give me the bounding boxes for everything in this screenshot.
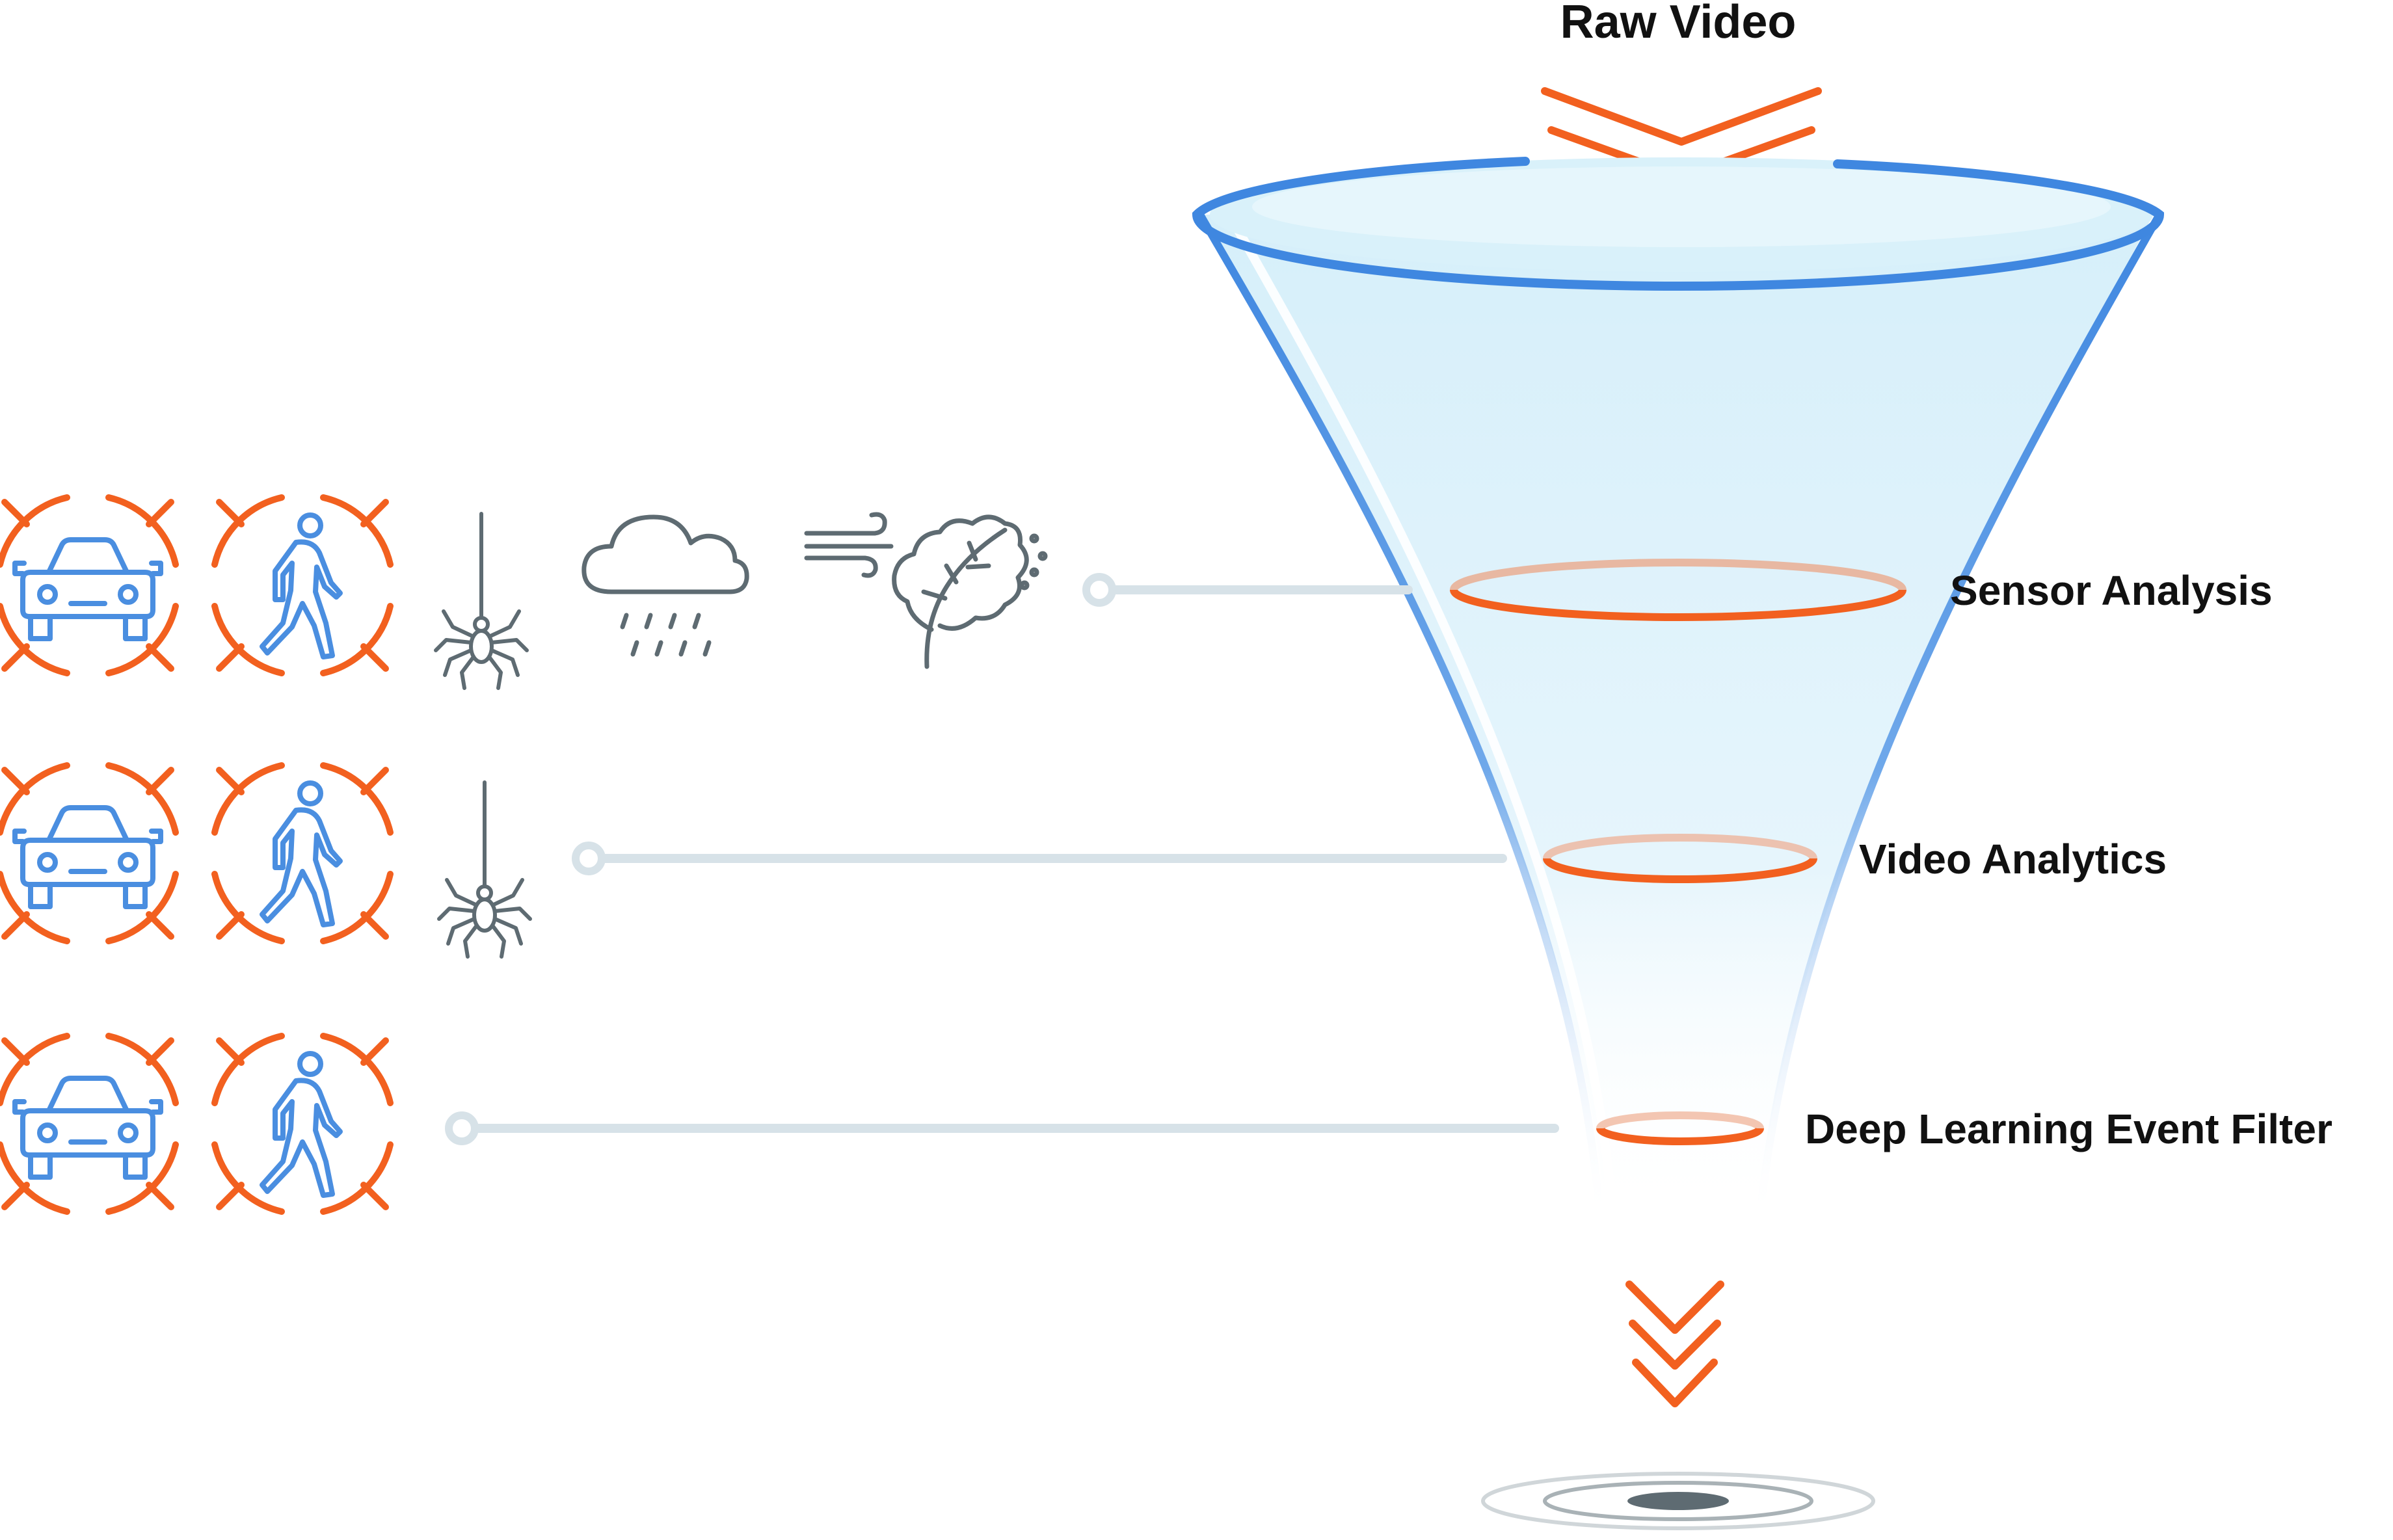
row-video-analytics-icons bbox=[0, 765, 530, 957]
stage-label-video-analytics: Video Analytics bbox=[1859, 836, 2167, 883]
car-target-icon bbox=[0, 498, 176, 673]
connector-sensor-analysis bbox=[1082, 573, 1413, 607]
spider-icon bbox=[436, 514, 527, 688]
connector-deep-learning bbox=[445, 1111, 1559, 1145]
stage-label-sensor-analysis: Sensor Analysis bbox=[1950, 567, 2273, 614]
row-sensor-analysis-icons bbox=[0, 498, 1048, 688]
diagram-title: Raw Video bbox=[1560, 0, 1797, 48]
filter-ring-sensor-analysis bbox=[1450, 559, 1906, 621]
output-chevrons-icon bbox=[1625, 1281, 1724, 1407]
wind-leaf-icon bbox=[804, 512, 1048, 669]
car-target-icon bbox=[0, 765, 176, 941]
spider-icon bbox=[439, 782, 530, 957]
filter-ring-deep-learning bbox=[1596, 1111, 1764, 1145]
pedestrian-target-icon bbox=[215, 498, 390, 673]
output-target-icon bbox=[1481, 1472, 1875, 1530]
pedestrian-target-icon bbox=[215, 1036, 390, 1212]
car-target-icon bbox=[0, 1036, 176, 1212]
stage-label-deep-learning-event-filter: Deep Learning Event Filter bbox=[1805, 1106, 2333, 1152]
row-deep-learning-icons bbox=[0, 1036, 390, 1212]
connector-video-analytics bbox=[572, 842, 1507, 875]
pedestrian-target-icon bbox=[215, 765, 390, 941]
funnel bbox=[1192, 157, 2165, 1227]
rain-cloud-icon bbox=[582, 514, 749, 657]
filter-ring-video-analytics bbox=[1543, 834, 1817, 883]
